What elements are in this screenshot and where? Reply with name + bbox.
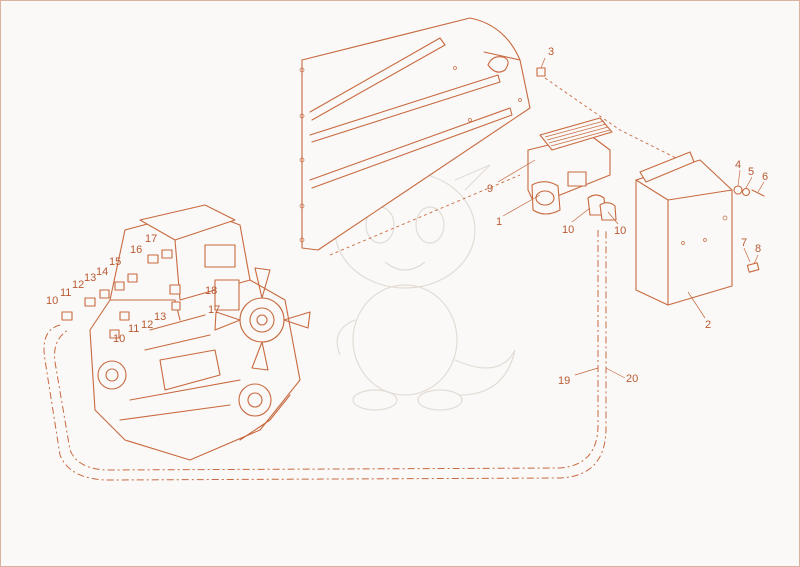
callout-3: 3 <box>548 46 554 58</box>
fittings <box>61 249 181 339</box>
callout-17: 17 <box>208 304 220 316</box>
callout-7: 7 <box>741 237 747 249</box>
hose-routes <box>43 77 701 481</box>
callout-6: 6 <box>762 171 768 183</box>
callout-17: 17 <box>145 233 157 245</box>
cover-box <box>635 151 733 306</box>
callout-11: 11 <box>128 323 139 335</box>
callout-10: 10 <box>46 295 58 307</box>
callout-13: 13 <box>84 272 96 284</box>
callout-1: 1 <box>496 216 502 228</box>
callout-9: 9 <box>487 183 493 195</box>
engine-assembly <box>61 204 311 461</box>
callout-4: 4 <box>735 159 741 171</box>
callout-5: 5 <box>748 166 754 178</box>
callout-15: 15 <box>109 256 121 268</box>
callout-20: 20 <box>626 373 638 385</box>
callout-labels: 3 9 1 10 10 4 5 6 7 8 2 19 20 17 16 15 1… <box>46 46 768 387</box>
oil-cooler <box>527 117 617 221</box>
callout-11: 11 <box>60 287 71 299</box>
callout-12: 12 <box>72 279 84 291</box>
callout-18: 18 <box>205 285 217 297</box>
callout-2: 2 <box>705 319 711 331</box>
callout-8: 8 <box>755 243 761 255</box>
callout-13: 13 <box>154 311 166 323</box>
callout-14: 14 <box>96 266 108 278</box>
callout-10: 10 <box>562 224 574 236</box>
callout-12: 12 <box>141 319 153 331</box>
callout-19: 19 <box>558 375 570 387</box>
fan-blades <box>214 267 311 371</box>
side-panel <box>299 17 531 251</box>
panel-holes <box>299 66 522 243</box>
callout-10: 10 <box>614 225 626 237</box>
leader-lines <box>497 57 765 379</box>
callout-10: 10 <box>113 333 125 345</box>
callout-16: 16 <box>130 244 142 256</box>
